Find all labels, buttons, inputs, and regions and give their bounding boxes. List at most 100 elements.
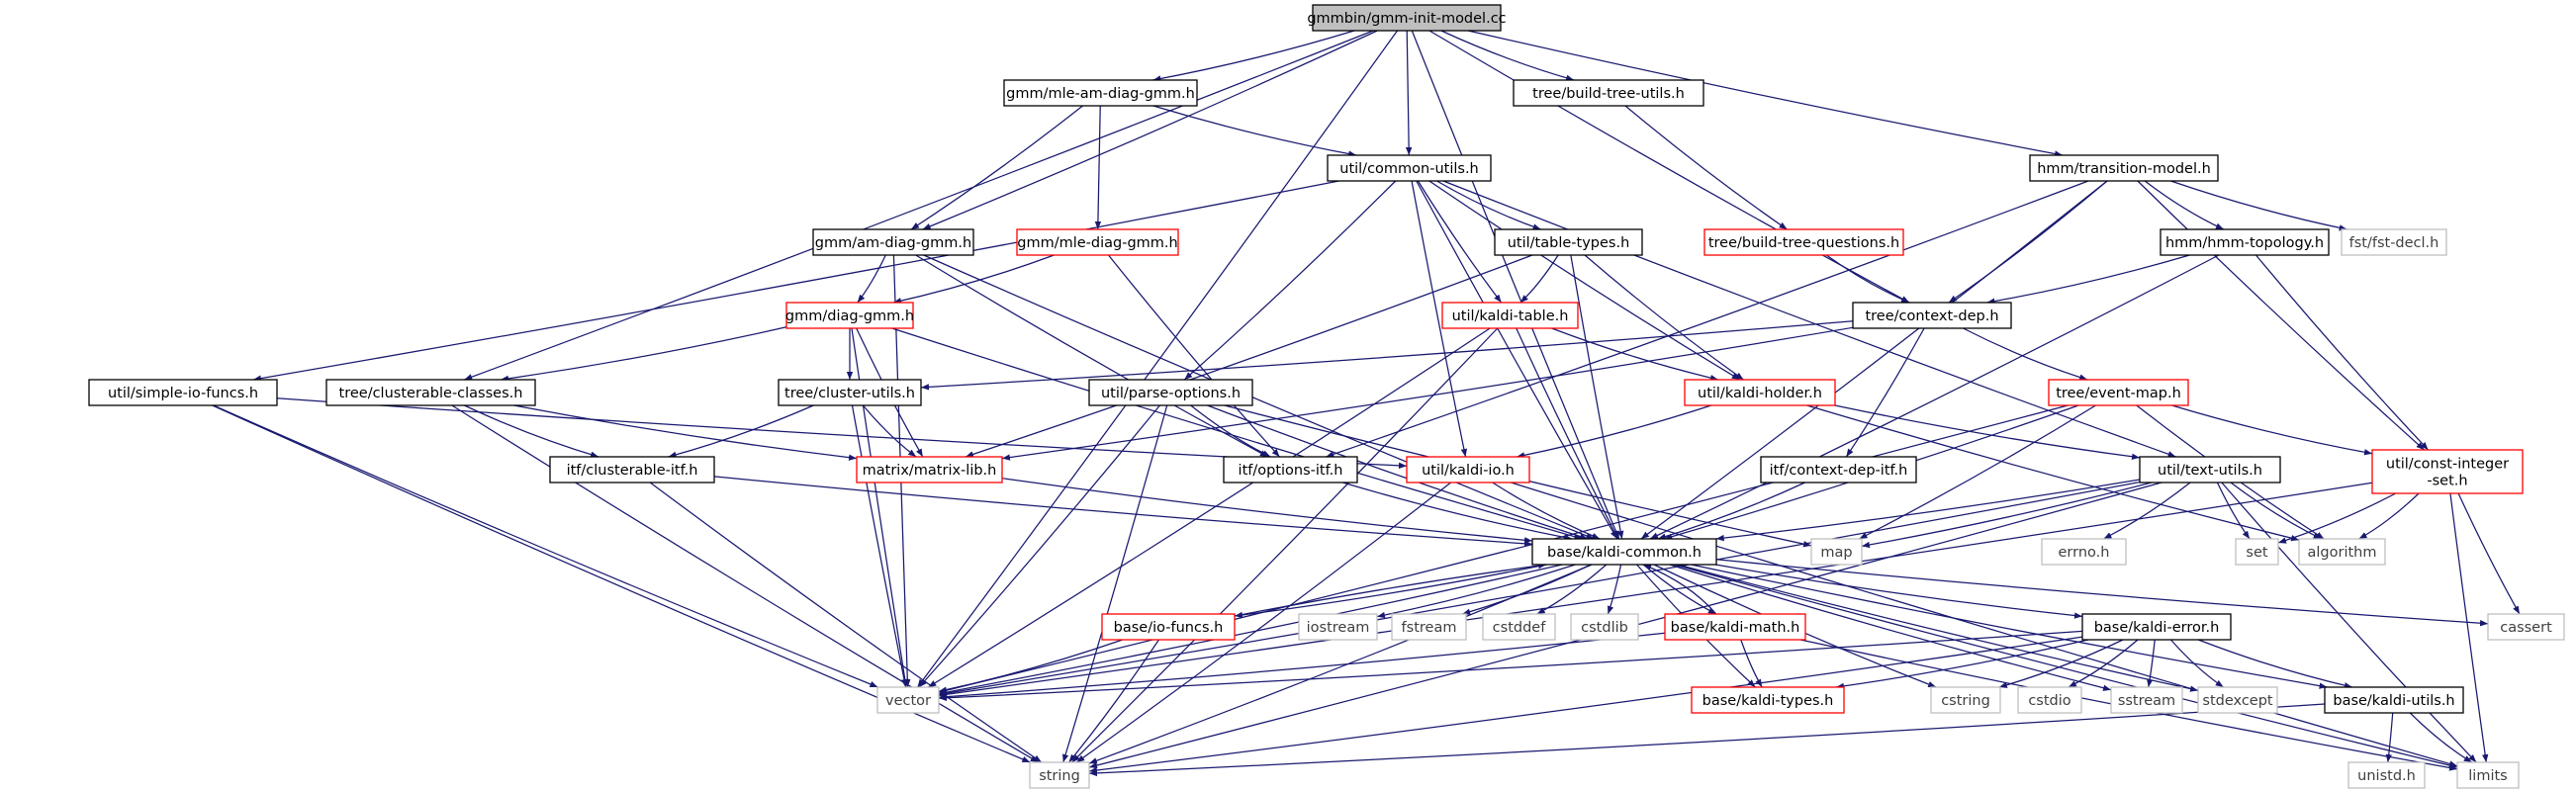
node-cassert: cassert (2487, 613, 2565, 641)
edge-transmodel-to-constintset (2137, 180, 2425, 451)
edge-kaldiutils-to-unistd (2385, 712, 2394, 763)
node-box (2347, 761, 2426, 789)
edge-diaggmm-to-kaldicommon (891, 327, 1583, 540)
node-buildtreeutils[interactable]: tree/build-tree-utils.h (1513, 79, 1704, 107)
edge-tabletypes-to-kaldiholder (1584, 254, 1744, 381)
node-box (1810, 538, 1863, 566)
node-kalditypes[interactable]: base/kaldi-types.h (1691, 686, 1845, 714)
node-kaldiholder[interactable]: util/kaldi-holder.h (1684, 379, 1836, 406)
node-label: stdexcept (2202, 693, 2273, 709)
node-box (876, 686, 940, 714)
edge-commonutils-to-kaldiholder (1428, 180, 1741, 381)
node-amdiag[interactable]: gmm/am-diag-gmm.h (812, 228, 974, 256)
edge-root-to-commonutils (1405, 30, 1413, 156)
node-kaldimath[interactable]: base/kaldi-math.h (1664, 613, 1806, 641)
node-optionsitf[interactable]: itf/options-itf.h (1223, 456, 1358, 483)
node-mlediag[interactable]: gmm/mle-diag-gmm.h (1016, 228, 1179, 256)
node-label: base/io-funcs.h (1114, 620, 1224, 636)
node-clusterableitf[interactable]: itf/clusterable-itf.h (549, 456, 715, 483)
node-label: -set.h (2427, 474, 2467, 489)
node-label: gmm/mle-diag-gmm.h (1017, 235, 1177, 251)
edge-kaldicommon-to-kaldierror (1714, 564, 2083, 619)
node-box (856, 456, 1003, 483)
edge-constintset-to-limits (2449, 492, 2489, 763)
node-diaggmm[interactable]: gmm/diag-gmm.h (785, 302, 914, 329)
edge-kaldiholder-to-kaldiio (1517, 404, 1712, 459)
node-iofuncs[interactable]: base/io-funcs.h (1101, 613, 1236, 641)
edge-root-to-kaldicommon (1411, 30, 1620, 540)
node-textutils[interactable]: util/text-utils.h (2139, 456, 2281, 483)
edge-kaldiutils-to-string (1088, 703, 2326, 777)
node-kaldiio[interactable]: util/kaldi-io.h (1406, 456, 1530, 483)
node-contextdepitf[interactable]: itf/context-dep-itf.h (1760, 456, 1917, 483)
node-eventmap[interactable]: tree/event-map.h (2048, 379, 2189, 406)
node-clusterutils[interactable]: tree/cluster-utils.h (778, 379, 922, 406)
node-label: gmm/mle-am-diag-gmm.h (1006, 86, 1195, 102)
edge-constintset-to-algorithm (2358, 492, 2420, 540)
node-btquestions[interactable]: tree/build-tree-questions.h (1703, 228, 1904, 256)
node-transmodel[interactable]: hmm/transition-model.h (2029, 154, 2219, 182)
node-tabletypes[interactable]: util/table-types.h (1494, 228, 1643, 256)
node-constintset[interactable]: util/const-integer-set.h (2371, 449, 2524, 494)
edge-kaldicommon-to-cstdlib (1607, 564, 1622, 615)
edge-matrixlib-to-kaldicommon (1001, 478, 1533, 544)
node-label: limits (2468, 768, 2507, 784)
edge-textutils-to-set (2216, 482, 2251, 540)
node-box (2017, 686, 2082, 714)
node-label: cstdlib (1581, 620, 1628, 636)
node-box (1691, 686, 1845, 714)
node-kaldicommon[interactable]: base/kaldi-common.h (1531, 538, 1717, 566)
node-iostream: iostream (1298, 613, 1378, 641)
node-clusterable[interactable]: tree/clusterable-classes.h (325, 379, 536, 406)
node-fstream: fstream (1391, 613, 1467, 641)
node-box (1494, 228, 1643, 256)
node-box (2341, 228, 2447, 256)
node-label: util/common-utils.h (1339, 161, 1479, 177)
node-box (2041, 538, 2127, 566)
node-label: unistd.h (2357, 768, 2416, 784)
node-cstddef: cstddef (1482, 613, 1556, 641)
node-label: string (1039, 768, 1080, 784)
node-box (1088, 379, 1253, 406)
node-parseopts[interactable]: util/parse-options.h (1088, 379, 1253, 406)
node-mleamdiag[interactable]: gmm/mle-am-diag-gmm.h (1003, 79, 1198, 107)
edge-clusterable-to-clusterableitf (464, 404, 599, 458)
node-label: tree/clusterable-classes.h (339, 386, 523, 401)
edge-btquestions-to-contextdep (1825, 254, 1910, 304)
edge-constintset-to-vector (938, 482, 2373, 698)
edge-kaldicommon-to-kaldimath (1642, 564, 1717, 615)
node-box (2029, 154, 2219, 182)
edge-kaldierror-to-kaldiutils (2197, 639, 2352, 689)
node-label: fst/fst-decl.h (2349, 235, 2439, 251)
node-hmmtopo[interactable]: hmm/hmm-topology.h (2160, 228, 2330, 256)
node-simpleio[interactable]: util/simple-io-funcs.h (88, 379, 278, 406)
node-label: base/kaldi-math.h (1671, 620, 1800, 636)
node-matrixlib[interactable]: matrix/matrix-lib.h (856, 456, 1003, 483)
node-label: gmmbin/gmm-init-model.cc (1307, 11, 1506, 27)
edge-iofuncs-to-vector (938, 639, 1124, 693)
node-label: vector (885, 693, 931, 709)
edge-tabletypes-to-kalditable (1519, 254, 1559, 304)
node-kaldiutils[interactable]: base/kaldi-utils.h (2324, 686, 2464, 714)
node-label: tree/build-tree-utils.h (1532, 86, 1685, 102)
node-label: cstddef (1493, 620, 1547, 636)
node-kalditable[interactable]: util/kaldi-table.h (1441, 302, 1579, 329)
node-root[interactable]: gmmbin/gmm-init-model.cc (1307, 4, 1507, 32)
edge-transmodel-to-kaldicommon (1640, 180, 2108, 540)
node-commonutils[interactable]: util/common-utils.h (1327, 154, 1492, 182)
node-label: cassert (2500, 620, 2552, 636)
node-label: tree/event-map.h (2056, 386, 2181, 401)
node-label: tree/cluster-utils.h (784, 386, 915, 401)
edge-kaldicommon-to-kaldiutils (1691, 564, 2328, 689)
edge-kaldierror-to-cstring (1998, 639, 2124, 688)
node-label: cstring (1941, 693, 1990, 709)
edge-simpleio-to-vector (213, 404, 878, 688)
edge-kaldierror-to-string (1088, 636, 2083, 774)
node-contextdep[interactable]: tree/context-dep.h (1852, 302, 2012, 329)
node-box (1016, 228, 1179, 256)
node-box (778, 379, 922, 406)
edge-contextdep-to-contextdepitf (1845, 327, 1925, 458)
edge-clusterableitf-to-string (649, 482, 1043, 763)
node-kaldierror[interactable]: base/kaldi-error.h (2081, 613, 2232, 641)
edge-kaldicommon-to-stdexcept (1677, 564, 2199, 692)
